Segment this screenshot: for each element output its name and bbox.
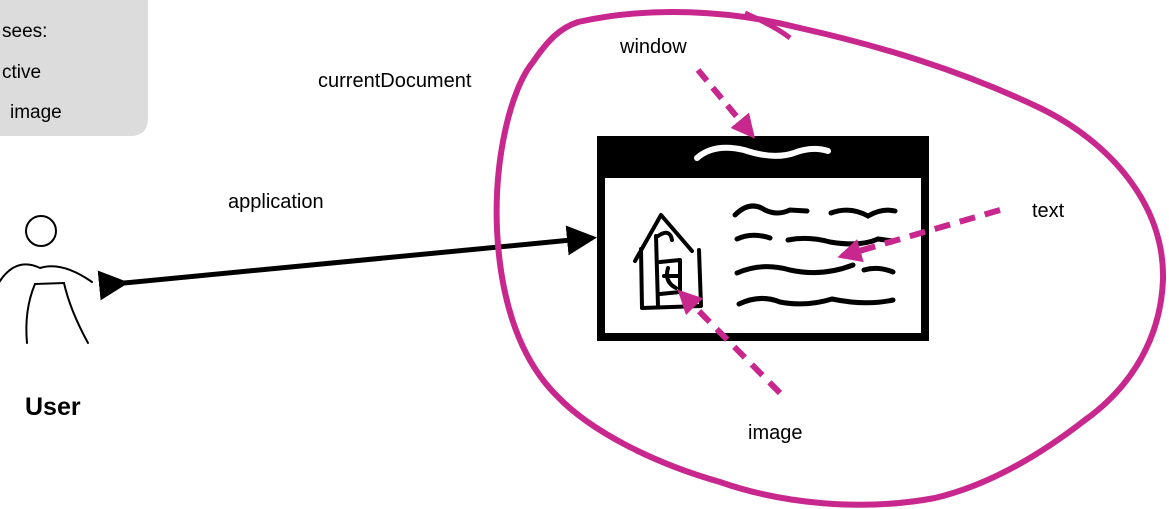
actor-head <box>25 215 57 247</box>
note-line-2: ctive <box>2 62 41 83</box>
stick-figure-icon <box>0 215 93 344</box>
note-line-1: sees: <box>2 21 47 42</box>
actor-left-leg <box>25 283 36 344</box>
text-line-3 <box>734 262 856 276</box>
image-label: image <box>748 422 802 444</box>
window-label: window <box>619 36 687 58</box>
document-window-icon <box>597 136 929 341</box>
text-line-1b <box>828 207 898 219</box>
text-line-4 <box>736 296 896 307</box>
house-sketch-icon <box>633 213 703 310</box>
current-document-label: currentDocument <box>318 70 472 92</box>
text-line-1a <box>732 203 810 218</box>
text-line-3b <box>861 265 896 275</box>
text-squiggles <box>732 203 898 307</box>
note-box: sees: ctive image <box>0 0 148 136</box>
boundary-overlap-stroke <box>743 10 792 40</box>
text-pointer <box>837 207 1001 263</box>
text-line-2b <box>785 235 896 247</box>
note-box-shape <box>0 0 148 136</box>
titlebar-squiggle <box>694 144 831 161</box>
note-line-3: image <box>10 102 62 123</box>
window-titlebar <box>601 140 925 178</box>
text-line-2a <box>734 232 773 242</box>
actor-right-leg <box>34 281 89 344</box>
application-label: application <box>228 191 324 213</box>
window-pointer <box>695 68 756 139</box>
user-label: User <box>25 393 81 421</box>
text-label: text <box>1032 200 1065 222</box>
current-document-boundary <box>493 8 1167 508</box>
application-connector <box>97 225 597 301</box>
actor-arms <box>0 263 93 283</box>
